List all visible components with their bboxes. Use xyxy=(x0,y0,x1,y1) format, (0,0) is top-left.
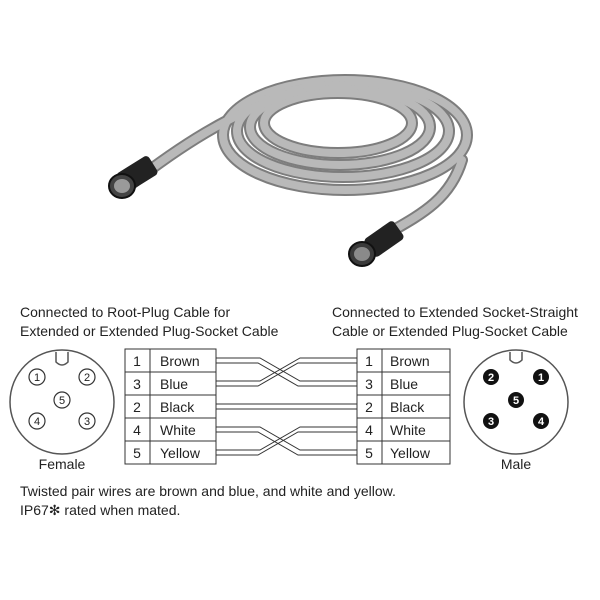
right-row-pin: 2 xyxy=(365,399,373,415)
cable-connector-socket-image xyxy=(348,221,404,267)
right-row-pin: 1 xyxy=(365,353,373,369)
wire-yellow-inner xyxy=(216,431,357,456)
left-wire-table: 1 Brown 3 Blue 2 Black 4 White 5 Yellow xyxy=(124,348,217,465)
female-pin-3: 3 xyxy=(84,416,90,428)
right-row-pin: 5 xyxy=(365,445,373,461)
note-twisted-pairs: Twisted pair wires are brown and blue, a… xyxy=(20,483,396,499)
left-row-pin: 2 xyxy=(133,399,141,415)
right-caption-line1: Connected to Extended Socket-Straight xyxy=(332,304,578,320)
left-row-pin: 4 xyxy=(133,422,141,438)
female-pin-2: 2 xyxy=(84,372,90,384)
wire-blue-inner xyxy=(216,362,357,387)
left-caption-line1: Connected to Root-Plug Cable for xyxy=(20,304,231,320)
female-pin-4: 4 xyxy=(34,416,40,428)
left-row-color: Black xyxy=(160,399,195,415)
wiring-diagram: 1 2 5 4 3 2 1 5 3 4 xyxy=(9,348,569,465)
left-caption-line2: Extended or Extended Plug-Socket Cable xyxy=(20,323,279,339)
male-pin-4: 4 xyxy=(538,416,545,428)
right-row-pin: 4 xyxy=(365,422,373,438)
male-pin-5: 5 xyxy=(513,395,519,407)
cable-illustration xyxy=(108,74,473,267)
wire-yellow-outer xyxy=(216,426,357,451)
female-pin-5: 5 xyxy=(59,395,65,407)
left-row-color: Blue xyxy=(160,376,188,392)
male-pin-2: 2 xyxy=(488,372,494,384)
male-pin-3: 3 xyxy=(488,416,494,428)
male-label: Male xyxy=(500,456,532,472)
cable-connector-plug-image xyxy=(108,156,158,199)
left-row-color: Brown xyxy=(160,353,200,369)
right-row-color: Blue xyxy=(390,376,418,392)
left-caption: Connected to Root-Plug Cable for Extende… xyxy=(20,303,278,341)
left-row-pin: 3 xyxy=(133,376,141,392)
right-row-color: Black xyxy=(390,399,425,415)
note-ip67: IP67✻ rated when mated. xyxy=(20,502,181,518)
male-pin-1: 1 xyxy=(538,372,544,384)
left-row-pin: 1 xyxy=(133,353,141,369)
right-row-color: Yellow xyxy=(390,445,431,461)
wire-white-inner xyxy=(216,431,357,456)
right-wire-table: 1 Brown 3 Blue 2 Black 4 White 5 Yellow xyxy=(356,348,451,465)
right-row-color: White xyxy=(390,422,426,438)
left-row-pin: 5 xyxy=(133,445,141,461)
male-connector-face: 2 1 5 3 4 xyxy=(463,349,569,455)
female-connector-face: 1 2 5 4 3 xyxy=(9,349,115,455)
right-row-pin: 3 xyxy=(365,376,373,392)
left-row-color: Yellow xyxy=(160,445,201,461)
female-pin-1: 1 xyxy=(34,372,40,384)
notes: Twisted pair wires are brown and blue, a… xyxy=(20,482,396,520)
right-caption-line2: Cable or Extended Plug-Socket Cable xyxy=(332,323,568,339)
wire-blue-outer xyxy=(216,357,357,382)
right-row-color: Brown xyxy=(390,353,430,369)
left-row-color: White xyxy=(160,422,196,438)
right-caption: Connected to Extended Socket-Straight Ca… xyxy=(332,303,578,341)
wire-brown-inner xyxy=(216,362,357,387)
wire-lines xyxy=(216,357,357,456)
female-label: Female xyxy=(38,456,86,472)
